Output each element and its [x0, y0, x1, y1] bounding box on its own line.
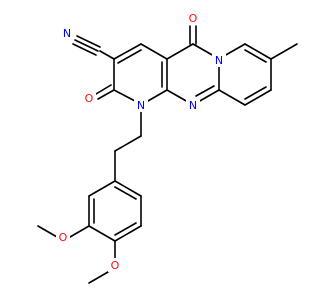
bond-nitrile-c-ring	[99, 50, 115, 60]
bond-o2-me	[88, 271, 109, 284]
bond-n10-c10a	[166, 89, 189, 103]
bond-c9-c10	[244, 89, 272, 106]
bonds	[37, 25, 298, 284]
bond-c2-o	[97, 89, 115, 100]
bond-c9a-n10	[197, 89, 220, 103]
bond-c4-c4a	[140, 43, 168, 60]
bond-c2-o-double	[95, 84, 112, 95]
bond-c4a-c5	[166, 43, 194, 60]
bond-c5-n6	[192, 43, 215, 57]
ring-nitrogen-3-label: N	[215, 54, 223, 67]
ring-nitrogen-1-label: N	[137, 99, 145, 112]
ether-oxygen-2-label: O	[111, 259, 120, 272]
bond-ar6-ar1-double	[114, 186, 137, 200]
carbonyl-oxygen-top-label: O	[189, 12, 198, 25]
bond-o1-me	[37, 225, 58, 238]
bond-n1-c2	[113, 89, 136, 102]
bond-c3-c4-double	[117, 49, 142, 64]
bond-ar1-ar2	[88, 180, 116, 197]
bond-nitrile-triple-2	[74, 39, 99, 52]
bond-c7-c8-double	[244, 49, 267, 63]
bond-c8-methyl	[270, 43, 298, 60]
ring-nitrogen-2-label: N	[189, 99, 197, 112]
bond-ar4-ar5-double	[114, 222, 137, 236]
bond-c9-c10-double	[244, 86, 267, 100]
nitrile-nitrogen-label: N	[63, 27, 71, 40]
bond-nitrile-triple-3	[72, 43, 97, 56]
atom-labels: N O O N N N O O	[56, 11, 226, 272]
bond-c7-c8	[244, 43, 272, 60]
bond-ar3-ar4	[88, 225, 116, 242]
bond-c10-c9a	[218, 89, 246, 106]
carbonyl-oxygen-left-label: O	[85, 92, 94, 105]
bond-ar6-ar1	[114, 180, 142, 197]
bond-c3-c4	[113, 43, 142, 60]
molecule-structure: N O O N N N O O	[37, 11, 298, 284]
bond-ar4-ar5	[114, 225, 142, 242]
bond-nitrile-triple-1	[76, 35, 101, 48]
bond-c9a-n10-double	[195, 85, 215, 97]
ether-oxygen-1-label: O	[59, 231, 68, 244]
bond-n6-c7	[223, 43, 246, 57]
bond-ar3-o1	[69, 225, 90, 238]
bond-ch2a-ch2b	[114, 135, 142, 152]
